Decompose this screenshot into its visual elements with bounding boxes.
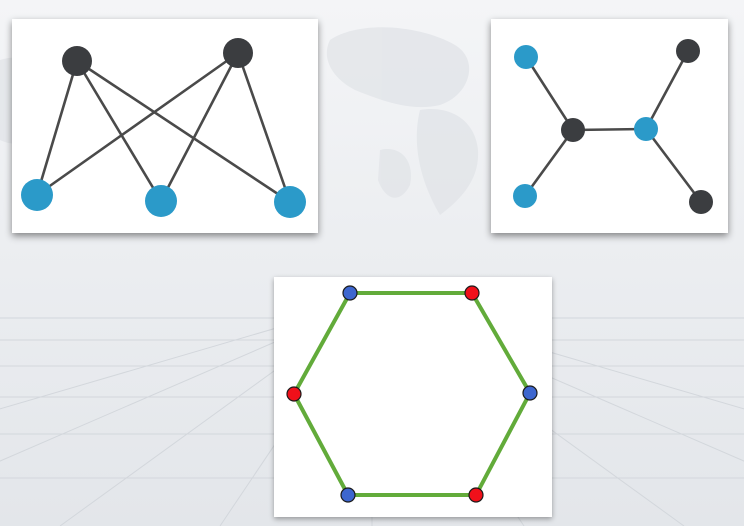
edge-top-right-to-bottom-left [35,51,240,197]
hexagon-cycle-card [274,277,552,517]
node-bottom-right-red [468,487,484,503]
node-upper-right-leaf-dark [676,39,700,63]
node-bottom-left-blue [340,487,356,503]
tree-nodes [513,39,713,214]
bipartite-edges [35,51,292,204]
tree-edges [523,49,703,204]
edge-top-left-to-bottom-left [35,59,79,197]
node-right-blue [522,385,538,401]
node-top-right-dark [223,38,253,68]
bipartite-nodes [21,38,306,218]
bipartite-graph [21,38,306,218]
hexagon-cycle-edges [292,291,532,497]
node-lower-left-leaf-blue [513,184,537,208]
tree-graph [513,39,713,214]
node-top-right-red [464,285,480,301]
edge-top-right-to-bottom-right [236,51,292,204]
node-left-hub-dark [561,118,585,142]
edge-top-left-to-bottom-middle [75,59,163,203]
node-lower-right-leaf-dark [689,190,713,214]
edge-upper-left-leaf-to-left-hub [524,55,575,132]
node-top-left-dark [62,46,92,76]
edge-top-right-to-right [470,291,532,395]
edge-right-hub-to-upper-right-leaf [644,49,690,131]
edge-right-hub-to-lower-right-leaf [644,127,703,204]
node-upper-left-leaf-blue [514,45,538,69]
bipartite-graph-card [12,19,318,233]
edge-left-to-top-left [292,291,352,396]
node-top-left-blue [342,285,358,301]
edge-lower-left-leaf-to-left-hub [523,128,575,198]
tree-graph-card [491,19,728,233]
node-right-hub-blue [634,117,658,141]
hexagon-cycle-nodes [286,285,538,503]
hexagon-cycle-graph [286,285,538,503]
node-bottom-left-blue [21,179,53,211]
edge-bottom-left-to-left [292,392,350,497]
edge-left-hub-to-right-hub [571,127,648,132]
edge-right-to-bottom-right [474,391,532,497]
node-bottom-middle-blue [145,185,177,217]
node-bottom-right-blue [274,186,306,218]
edge-top-left-to-bottom-right [75,59,292,204]
node-left-red [286,386,302,402]
edge-top-right-to-bottom-middle [159,51,240,203]
